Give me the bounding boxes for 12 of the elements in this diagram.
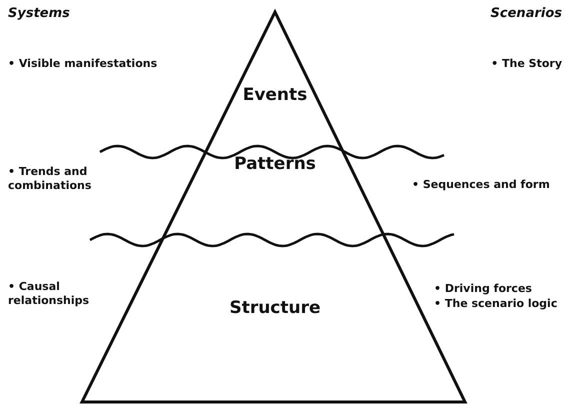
bullet-text: • Trends and combinations <box>8 165 92 194</box>
layer-label: Events <box>242 85 308 105</box>
bullet-text: • Sequences and form <box>412 178 550 192</box>
layer-label: Patterns <box>234 154 316 174</box>
layer-label: Structure <box>229 298 321 318</box>
bullet-text: • The Story <box>491 57 562 72</box>
bullet-text: • Driving forces <box>434 282 532 296</box>
bullet-text: • Causal relationships <box>8 280 90 309</box>
bullet-text: • Visible manifestations <box>8 57 158 72</box>
column-heading: Systems <box>8 6 70 23</box>
bullet-text: • The scenario logic <box>434 297 558 312</box>
column-heading: Scenarios <box>490 6 562 23</box>
